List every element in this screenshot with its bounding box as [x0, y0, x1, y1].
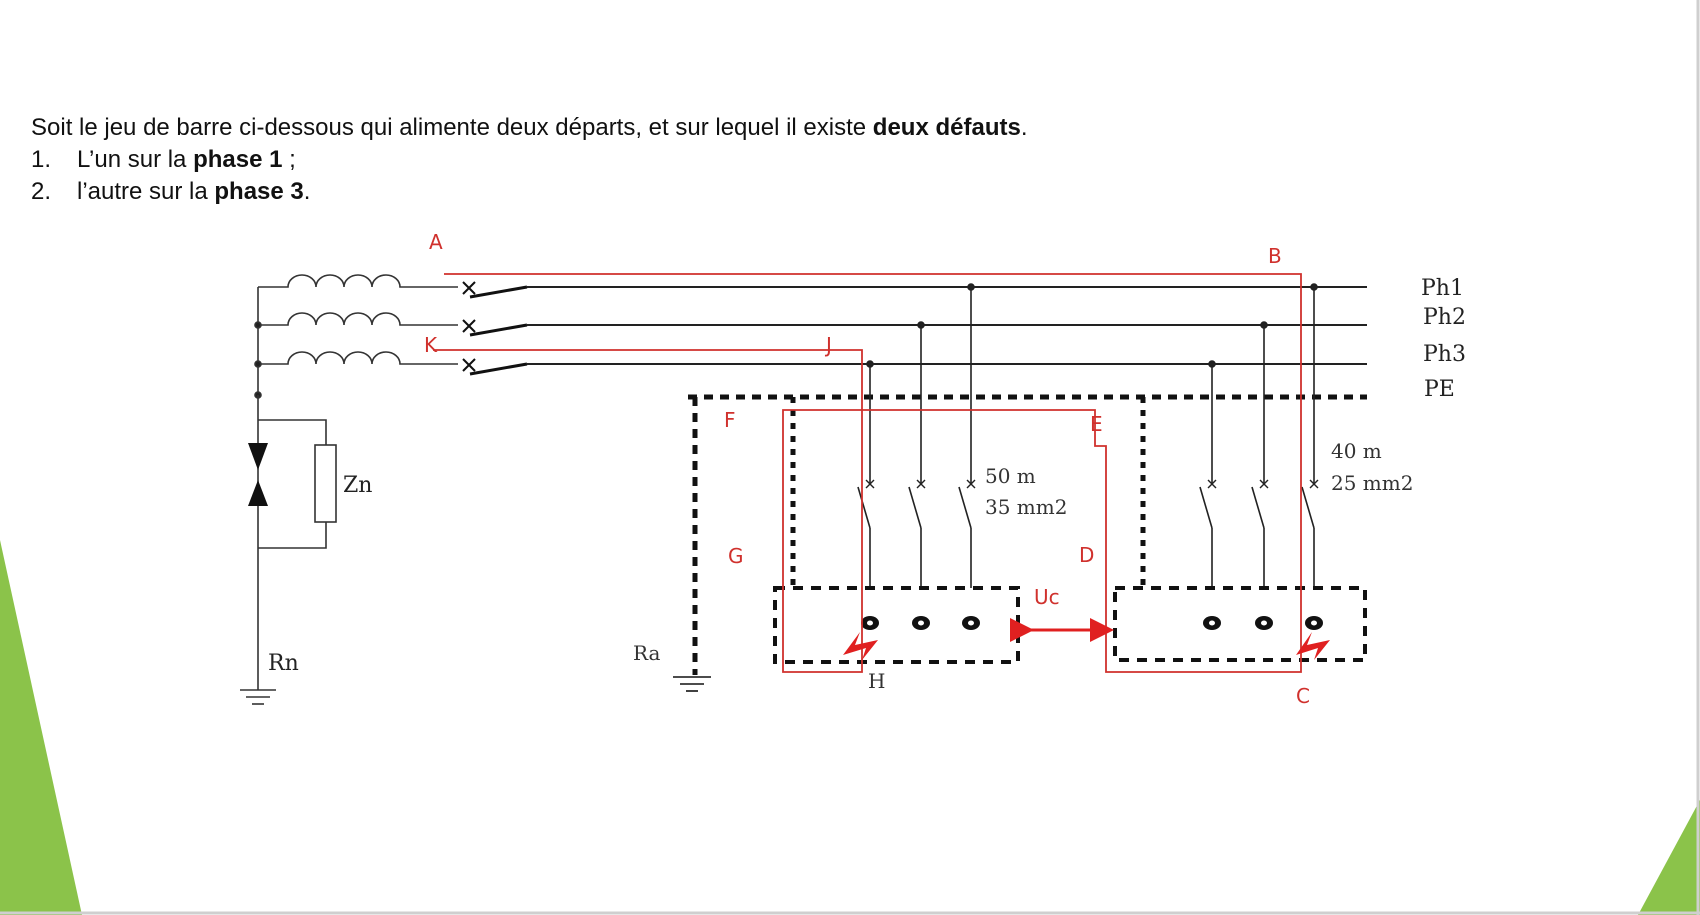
breaker-crosses	[462, 281, 476, 372]
label-pe: PE	[1424, 377, 1455, 402]
main-breakers	[469, 285, 528, 376]
bus-bars	[527, 286, 1367, 365]
ground-symbol-rn	[240, 689, 276, 705]
list-text: l’autre sur la	[77, 178, 215, 205]
ra-earth	[673, 397, 711, 692]
impedance-zn	[314, 444, 337, 523]
cable-right-section: 25 mm2	[1331, 471, 1413, 495]
list-end: ;	[282, 146, 296, 173]
list-bold: phase 1	[193, 146, 283, 173]
list-number: 2.	[31, 178, 52, 205]
label-rn: Rn	[268, 651, 299, 676]
label-ph2: Ph2	[1423, 305, 1466, 330]
label-point-j: J	[824, 333, 832, 357]
list-number: 1.	[31, 146, 52, 173]
label-point-b: B	[1268, 244, 1282, 268]
green-corner-right	[1638, 800, 1700, 915]
label-ra: Ra	[633, 641, 661, 665]
label-point-d: D	[1079, 543, 1094, 567]
statement-line: Soit le jeu de barre ci-dessous qui alim…	[31, 112, 1028, 144]
label-point-c: C	[1296, 684, 1310, 708]
exercise-statement: Soit le jeu de barre ci-dessous qui alim…	[31, 112, 1028, 208]
green-corner-left	[0, 540, 82, 915]
statement-bold: deux défauts	[872, 114, 1021, 141]
list-item: 2. l’autre sur la phase 3.	[31, 176, 1028, 208]
cable-left-length: 50 m	[985, 464, 1036, 488]
winding-ph2	[258, 312, 458, 326]
transformer-windings	[254, 274, 458, 399]
cable-left-section: 35 mm2	[985, 495, 1067, 519]
feeder-left-switch-crosses	[865, 479, 976, 489]
limiter-arrow-down	[248, 443, 268, 470]
feeder-right	[1199, 283, 1318, 588]
list-text: L’un sur la	[77, 146, 194, 173]
fault-marker-h	[843, 632, 878, 660]
label-point-g: G	[728, 544, 744, 568]
label-ph3: Ph3	[1423, 342, 1466, 367]
statement-text: Soit le jeu de barre ci-dessous qui alim…	[31, 114, 873, 141]
label-point-f: F	[724, 408, 736, 432]
load-enclosure-left	[773, 586, 1020, 664]
fault-loop	[433, 273, 1302, 673]
statement-end: .	[1020, 114, 1028, 141]
neutral-earthing	[240, 395, 337, 705]
load-terminals-right	[1203, 616, 1323, 630]
cable-right-length: 40 m	[1331, 439, 1382, 463]
feeder-left	[857, 283, 975, 588]
label-uc: Uc	[1034, 585, 1060, 609]
label-ph1: Ph1	[1421, 276, 1464, 301]
fault-markers	[843, 632, 1330, 660]
label-point-h: H	[868, 669, 885, 693]
label-point-k: K	[424, 333, 438, 357]
winding-ph1	[258, 274, 458, 288]
load-enclosure-right	[1113, 586, 1367, 662]
fault-marker-c	[1296, 632, 1330, 660]
list-item: 1. L’un sur la phase 1 ;	[31, 144, 1028, 176]
fault-path-phase1	[433, 273, 1302, 673]
label-point-a: A	[429, 230, 443, 254]
winding-ph3	[258, 351, 458, 365]
list-bold: phase 3	[214, 178, 304, 205]
list-end: .	[303, 178, 311, 205]
limiter-arrow-up	[248, 480, 268, 506]
label-point-e: E	[1090, 412, 1103, 436]
label-zn: Zn	[343, 473, 372, 498]
load-terminals-left	[861, 616, 980, 630]
feeder-right-switch-crosses	[1207, 479, 1319, 489]
